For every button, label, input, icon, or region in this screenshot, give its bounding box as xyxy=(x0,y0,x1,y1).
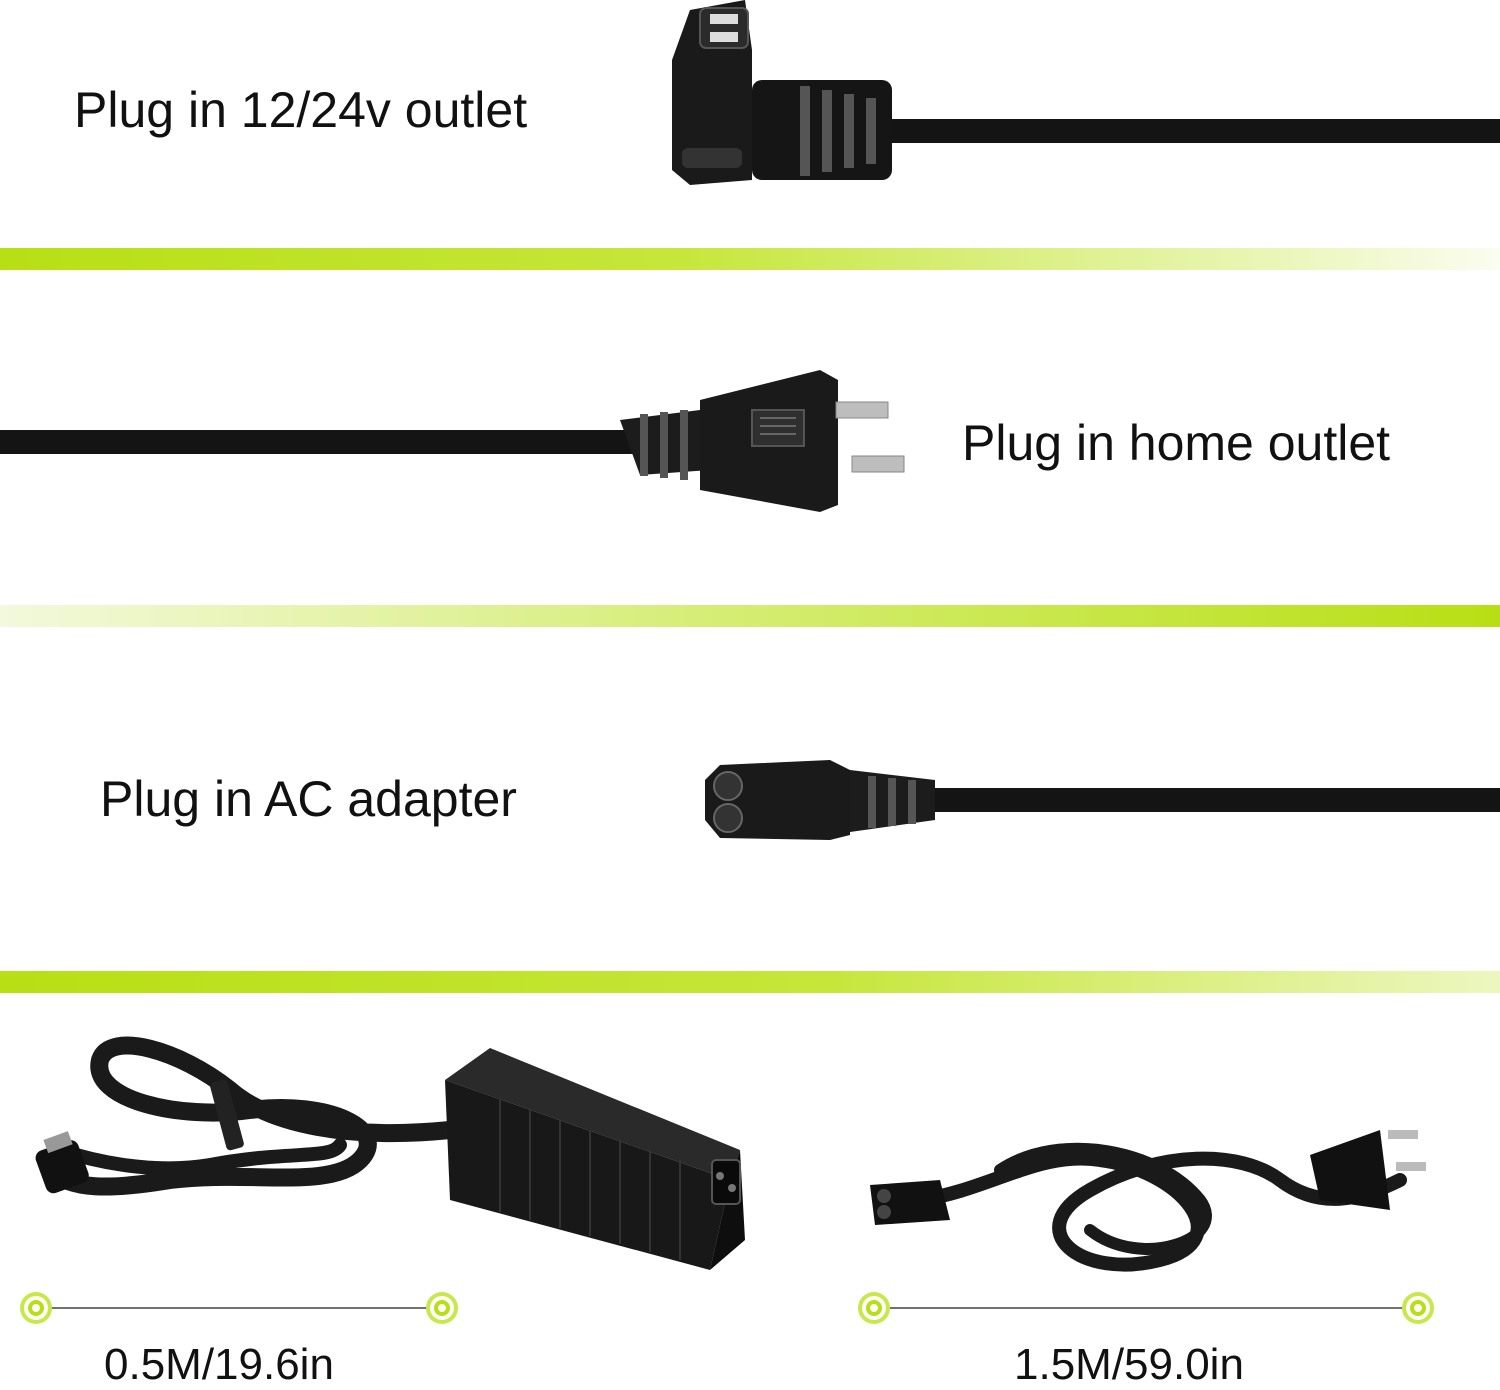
coiled-dc-cable-icon xyxy=(35,1036,459,1196)
car-outlet-label: Plug in 12/24v outlet xyxy=(74,82,528,138)
target-marker-icon xyxy=(858,1292,890,1324)
home-outlet-label: Plug in home outlet xyxy=(962,415,1391,471)
divider-band-3 xyxy=(0,971,1500,993)
divider-band-1 xyxy=(0,248,1500,270)
ac-adapter-label: Plug in AC adapter xyxy=(100,771,517,827)
measure-ruler-left xyxy=(20,1292,458,1324)
home-plug-icon xyxy=(0,370,905,512)
length-label-left: 0.5M/19.6in xyxy=(104,1340,334,1389)
target-marker-icon xyxy=(1402,1292,1434,1324)
divider-band-2 xyxy=(0,605,1500,627)
coiled-ac-cable-icon xyxy=(870,1130,1426,1272)
car-plug-icon xyxy=(672,0,1500,185)
ac-plug-icon xyxy=(705,760,1500,840)
measure-ruler-right xyxy=(858,1292,1434,1324)
target-marker-icon xyxy=(426,1292,458,1324)
target-marker-icon xyxy=(20,1292,52,1324)
power-adapter-icon xyxy=(445,1048,745,1270)
length-label-right: 1.5M/59.0in xyxy=(1014,1340,1244,1389)
